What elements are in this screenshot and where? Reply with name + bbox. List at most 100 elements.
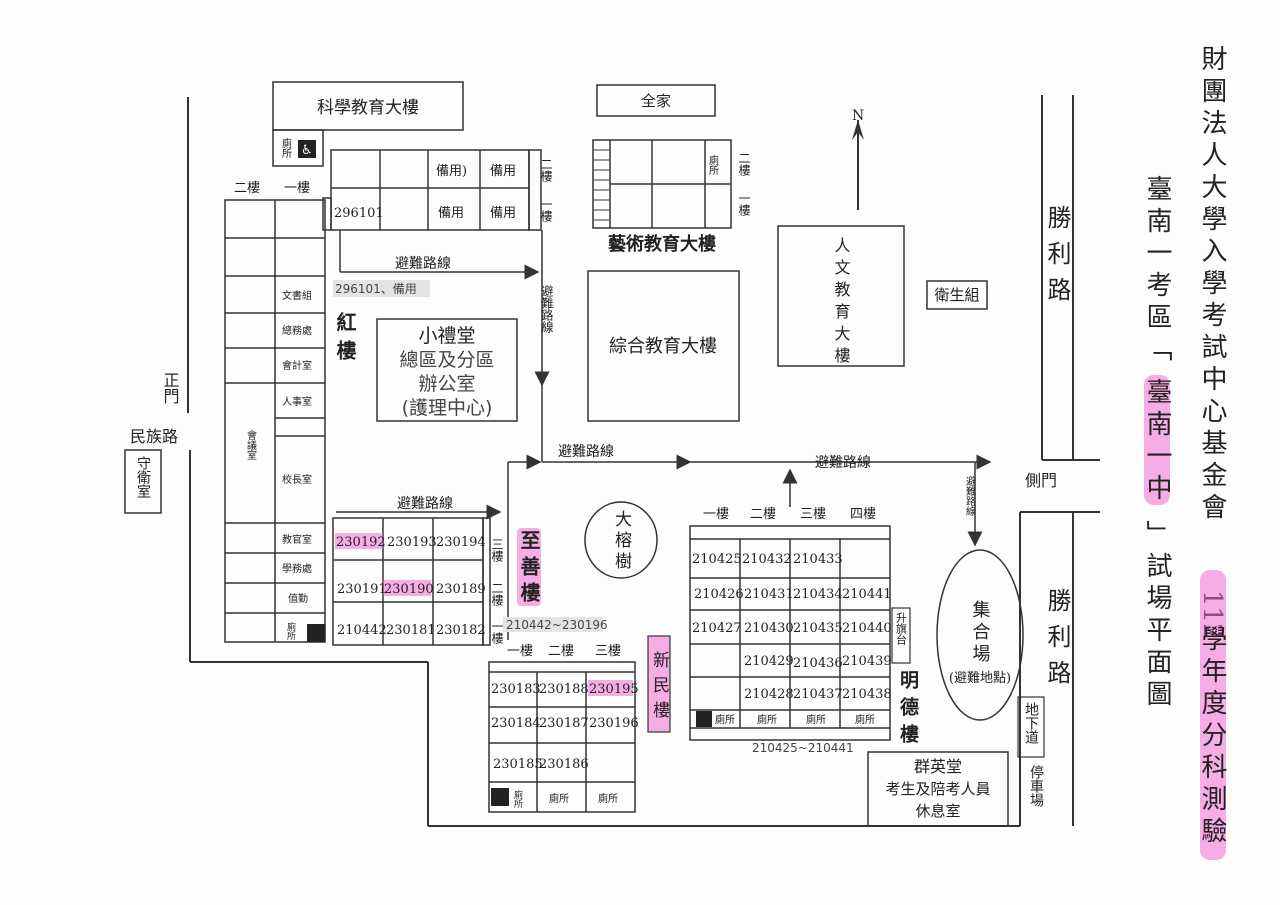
zs-floor-1: 一樓 xyxy=(490,620,504,645)
red-room-4: 會議室 xyxy=(245,429,257,460)
arts-label: 藝術教育大樓 xyxy=(608,233,716,255)
banyan-tree xyxy=(584,501,658,579)
wheelchair-icon xyxy=(696,711,712,727)
arts-stairs xyxy=(594,149,609,221)
md-restroom-1: 廁所 xyxy=(715,713,735,726)
evac-arrows xyxy=(336,230,992,640)
md-room-2: 210433 xyxy=(793,552,843,567)
mingde-label: 明德樓 xyxy=(897,670,919,751)
red-room-1: 總務處 xyxy=(282,324,312,337)
xm-floor-2: 二樓 xyxy=(548,644,574,659)
arts-floor-1: 一樓 xyxy=(737,192,751,217)
md-room-8: 210430 xyxy=(744,621,794,636)
road-shengli-bottom: 勝利路 xyxy=(1043,588,1071,696)
zs-room-1: 230193 xyxy=(387,535,437,550)
md-room-7: 210427 xyxy=(692,621,742,636)
underpass xyxy=(1017,696,1045,758)
title-line2c: 」試場平面圖 xyxy=(1142,520,1172,712)
xm-room-4: 230187 xyxy=(539,716,589,731)
evac-label-5: 避難路線 xyxy=(397,496,453,512)
title-highlight xyxy=(1200,570,1226,860)
qunying-note-1: 休息室 xyxy=(915,802,960,820)
chapel-line-3: (護理中心) xyxy=(402,397,493,419)
health-office xyxy=(926,280,988,310)
hl-230192 xyxy=(335,533,383,549)
md-room-14: 210428 xyxy=(744,687,794,702)
md-room-0: 210425 xyxy=(692,552,742,567)
red-floor-2: 二樓 xyxy=(234,181,260,196)
md-restroom-2: 廁所 xyxy=(757,713,777,726)
md-restroom-3: 廁所 xyxy=(806,713,826,726)
xinmin-label-box xyxy=(647,635,671,733)
chapel xyxy=(376,318,518,422)
md-room-16: 210438 xyxy=(842,687,892,702)
xm-restroom-2: 廁所 xyxy=(549,792,569,805)
evac-label-6: 避難路線 xyxy=(964,475,976,516)
xm-room-5: 230196 xyxy=(589,716,639,731)
md-room-15: 210437 xyxy=(793,687,843,702)
comprehensive-label: 綜合教育大樓 xyxy=(609,336,717,357)
title-line1b: 學年度分科測驗 xyxy=(1197,625,1227,849)
compass: N xyxy=(852,108,864,210)
md-room-4: 210431 xyxy=(744,587,794,602)
svg-text:♿: ♿ xyxy=(301,143,313,158)
red-room-7: 學務處 xyxy=(282,562,312,575)
main-gate-label: 正門 xyxy=(161,372,180,405)
science-restroom xyxy=(272,129,324,167)
road-shengli-top: 勝利路 xyxy=(1043,205,1071,313)
mingde-rooms: 210425 210432 210433 210426 210431 21043… xyxy=(692,552,892,702)
science-rooms-grid xyxy=(322,149,542,231)
wheelchair-icon xyxy=(491,788,509,806)
chapel-line-1: 總區及分區 xyxy=(399,349,494,371)
health-label: 衛生組 xyxy=(934,286,979,304)
xm-room-7: 230186 xyxy=(539,757,589,772)
underpass-label: 地下道 xyxy=(1023,702,1039,745)
room-spare-1: 備用) xyxy=(436,163,467,179)
arts-restroom: 廁所 xyxy=(707,154,719,176)
science-note-bg xyxy=(333,280,430,297)
road-minzu: 民族路 xyxy=(130,427,178,446)
zs-room-0: 230192 xyxy=(336,535,386,550)
md-room-11: 210429 xyxy=(744,654,794,669)
school-highlight xyxy=(1144,375,1170,505)
banyan-label: 大榕樹 xyxy=(611,510,632,573)
title-column-1: 財團法人大學入學考試中心基金會 112 xyxy=(1197,45,1227,640)
wheelchair-icon xyxy=(307,624,325,642)
xinmin-label: 新民樓 xyxy=(649,651,670,726)
xm-room-0: 230183 xyxy=(491,682,541,697)
qunying-label: 群英堂 xyxy=(914,757,962,776)
road-lines xyxy=(187,95,1100,827)
flagpole xyxy=(891,607,911,664)
assembly-note: (避難地點) xyxy=(949,671,1011,686)
room-spare-4: 備用 xyxy=(490,205,516,221)
science-floor-1: 一樓 xyxy=(539,198,553,223)
assembly-label: 集合場 xyxy=(970,600,991,666)
zhishan-highlight xyxy=(517,528,541,606)
md-floor-2: 二樓 xyxy=(750,507,776,522)
zs-floor-3: 三樓 xyxy=(490,538,504,563)
title-line2b: 臺南一中 xyxy=(1142,378,1172,506)
mingde-building xyxy=(689,525,891,741)
xm-floor-1: 一樓 xyxy=(507,644,533,659)
md-floor-4: 四樓 xyxy=(850,507,876,522)
humanities-label: 人文教育大樓 xyxy=(832,237,851,369)
zhishan-range-bg xyxy=(503,617,603,632)
compass-n: N xyxy=(852,108,864,124)
md-floor-3: 三樓 xyxy=(800,507,826,522)
red-floor-1: 一樓 xyxy=(284,181,310,196)
room-296101: 296101 xyxy=(334,206,384,221)
md-floor-1: 一樓 xyxy=(703,507,729,522)
wheelchair-icon xyxy=(298,140,316,158)
md-room-12: 210436 xyxy=(793,656,843,671)
humanities-building xyxy=(777,225,905,367)
room-spare-3: 備用 xyxy=(438,205,464,221)
md-room-5: 210434 xyxy=(793,587,843,602)
comprehensive-building xyxy=(587,270,740,422)
parking-label: 停車場 xyxy=(1028,764,1044,807)
zs-room-7: 230181 xyxy=(386,623,436,638)
guard-label: 守衛室 xyxy=(135,456,151,498)
qunying-hall xyxy=(867,751,1009,827)
zs-floor-2: 二樓 xyxy=(490,582,504,607)
xinmin-building xyxy=(488,661,636,813)
room-spare-2: 備用 xyxy=(490,163,516,179)
